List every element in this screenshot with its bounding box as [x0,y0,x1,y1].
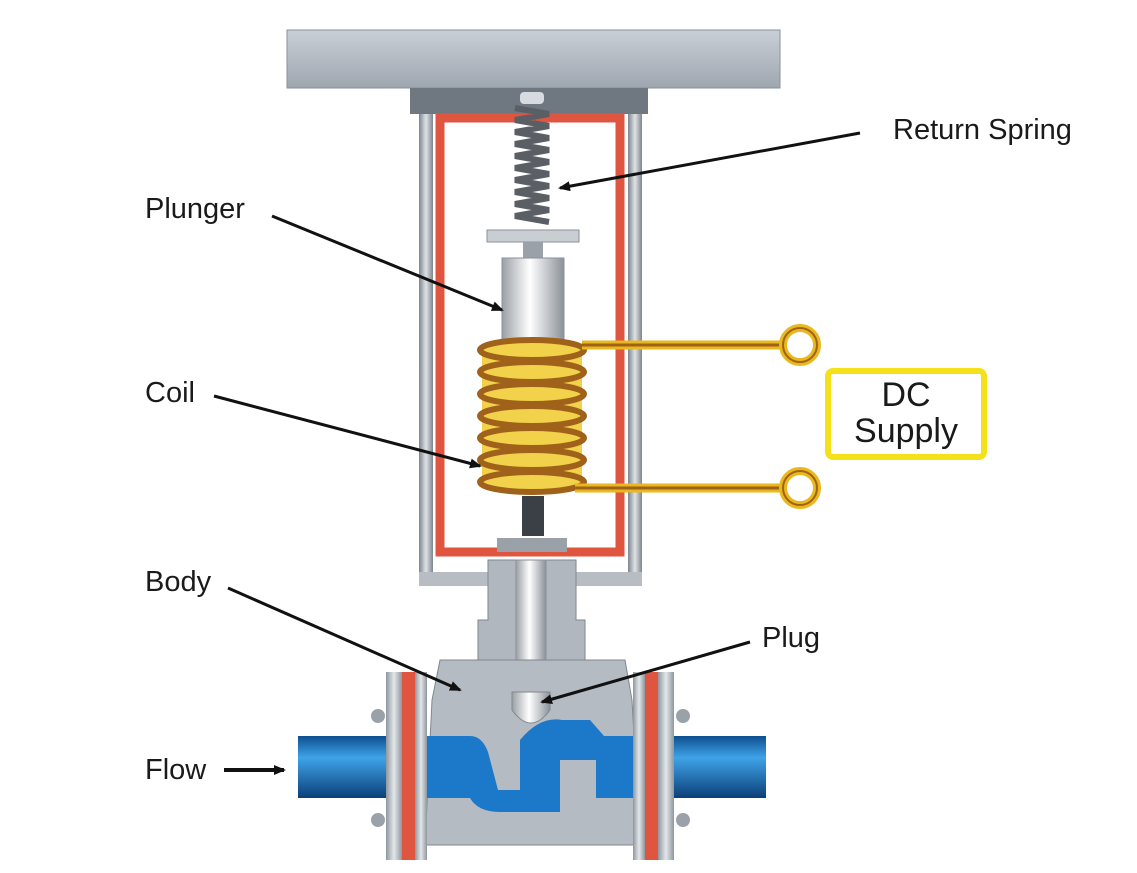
dc-supply-box: DC Supply [825,368,987,460]
stem-collar [497,538,567,552]
right-gasket [645,672,658,860]
bolt [676,709,690,723]
label-body: Body [145,566,212,598]
dc-supply-line1: DC [881,376,931,415]
plunger [501,257,565,349]
bolt [371,709,385,723]
terminal-top-ring [782,327,818,363]
terminal-bottom-ring [782,470,818,506]
housing-left-rail [419,114,433,584]
arrow-plunger [271,214,504,312]
left-gasket [402,672,415,860]
bolt [676,813,690,827]
right-flange [658,672,674,860]
left-flange [386,672,402,860]
label-flow: Flow [145,754,207,786]
label-return-spring: Return Spring [893,114,1072,146]
inlet-pipe [298,736,386,798]
top-plate [286,29,781,89]
label-coil: Coil [145,377,195,409]
label-plunger: Plunger [145,193,245,225]
arrow-return-spring [558,131,861,192]
dc-supply-line2: Supply [854,412,958,450]
arrow-coil [213,394,482,469]
coil [477,337,587,495]
magnetic-frame [435,113,625,557]
return-spring [486,92,580,262]
bolt [371,813,385,827]
left-flange-inner [415,672,427,860]
right-flange-inner [633,672,645,860]
label-plug: Plug [762,622,821,654]
outlet-pipe [674,736,766,798]
arrow-plug [540,640,751,705]
plunger-stem [522,496,544,536]
fluid-passage [427,719,633,812]
arrow-body [227,586,462,692]
